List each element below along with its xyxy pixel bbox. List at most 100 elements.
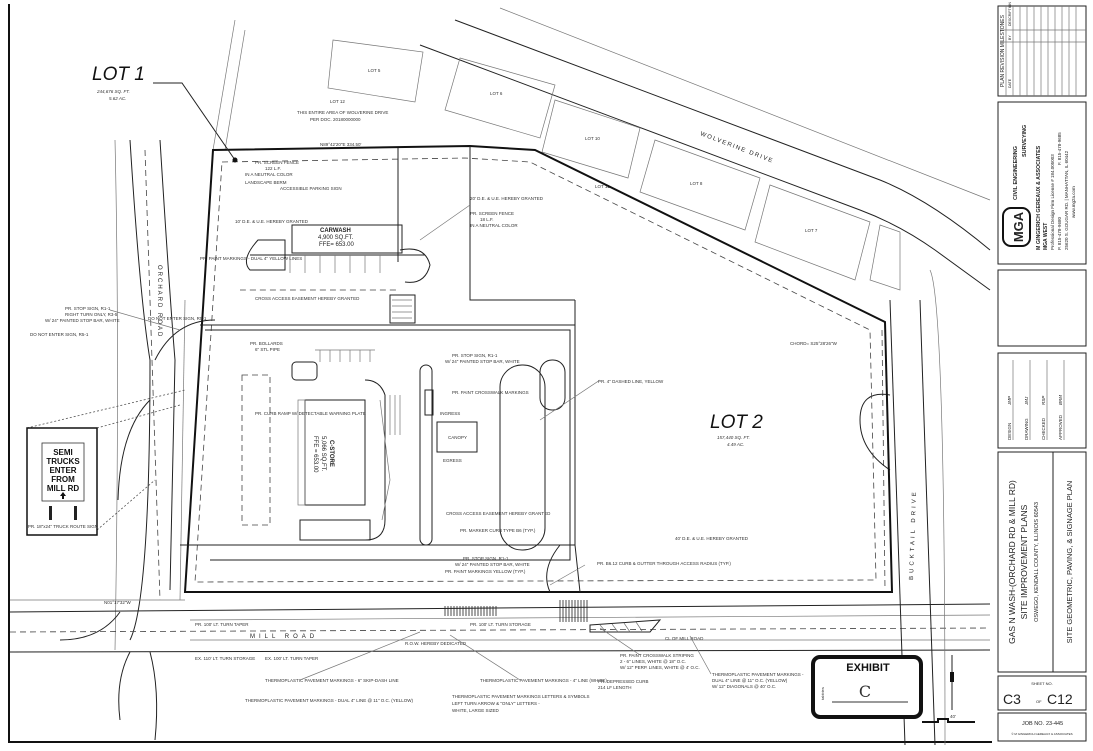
- label-text: CHECKED: [1041, 417, 1046, 440]
- accessible-sign-text: ACCESSIBLE PARKING SIGN: [280, 186, 342, 191]
- subdivision-note-text: THIS ENTIRE AREA OF WOLVERINE DRIVE: [297, 110, 388, 115]
- crosswalk-striping3-text: W/ 12" PERP. LINES, WHITE @ 4' O.C.: [620, 665, 700, 670]
- neutral-color2-text: IN A NEUTRAL COLOR: [470, 223, 518, 228]
- blank-panel: [997, 269, 1087, 347]
- initials-text: JMP: [1007, 396, 1012, 406]
- cross-access-text: CROSS ACCESS EASEMENT HEREBY GRANTED: [255, 296, 360, 301]
- depressed-curb2-text: 214 LF LENGTH: [598, 685, 632, 690]
- job-number-panel: JOB NO. 23-445 © M GINGERICH GEREAUX & A…: [997, 712, 1087, 742]
- line5-text: MILL RD: [47, 484, 80, 493]
- thermo-diag-text: THERMOPLASTIC PAVEMENT MARKINGS -: [712, 672, 804, 677]
- exhibit-sticker: EXHIBIT C tabbies: [811, 655, 923, 719]
- neighbor-lots: LOT 5 LOT 6 LOT 10 LOT 8 LOT 7 LOT 11 LO…: [212, 19, 901, 291]
- label-text: SHEET NO.: [1031, 681, 1053, 686]
- c-store-building: C-STORE 5,066 SQ.FT. FFE = 653.00: [297, 379, 391, 541]
- stop-sign3-text: PR. STOP SIGN, R1-1: [463, 556, 509, 561]
- neutral-color-text: IN A NEUTRAL COLOR: [245, 172, 293, 177]
- stop-sign2-text: PR. STOP SIGN, R1-1: [452, 353, 498, 358]
- of-text: OF: [1036, 699, 1042, 704]
- area-sqft-text: 157,440 SQ. FT.: [717, 435, 750, 440]
- thermo-letters2-text: LEFT TURN ARROW & "ONLY" LETTERS -: [452, 701, 540, 706]
- bollards2-text: 6" STL PIPE: [255, 347, 280, 352]
- label-text: LOT 2: [710, 412, 763, 433]
- letter-text: C: [859, 682, 871, 701]
- mga-logo: MGA: [1011, 211, 1026, 242]
- label-text: LOT 1: [92, 64, 145, 85]
- lot-1-label: LOT 1 244,676 SQ. FT. 5.62 AC.: [92, 64, 238, 163]
- paint-yellow-text: PR. PAINT MARKINGS YELLOW (TYP.): [445, 569, 526, 574]
- stop-bar2-text: W/ 24" PAINTED STOP BAR, WHITE: [445, 359, 520, 364]
- copyright-text: © M GINGERICH GEREAUX & ASSOCIATES: [1011, 732, 1072, 736]
- bearing-chord-text: CHORD= S25°28'26"W: [790, 341, 838, 346]
- bollards-text: PR. BOLLARDS: [250, 341, 283, 346]
- col-by-text: BY: [1008, 35, 1012, 40]
- name-text: GAS N WASH-(ORCHARD RD & MILL RD): [1007, 480, 1017, 644]
- thermo-diag2-text: DUAL 4" LINE @ 11" O.C. (YELLOW): [712, 678, 788, 683]
- ffe-text: FFE= 653.00: [319, 242, 355, 248]
- do-not-enter-text: DO NOT ENTER SIGN, R5-1: [148, 316, 207, 321]
- title-text: PLAN REVISION MILESTONES: [1000, 14, 1006, 87]
- screen-fence-len-text: 122 L.F.: [265, 166, 281, 171]
- fuel-canopy: CANOPY INGRESS EGRESS: [389, 359, 566, 551]
- mill-road: MILL ROAD PR. 100' LT. TURN TAPER PR. 10…: [9, 599, 991, 741]
- col-date-text: DATE: [1008, 78, 1012, 88]
- egress-text: EGRESS: [443, 458, 462, 463]
- title-text: EXHIBIT: [846, 662, 890, 674]
- phone-text: P. 815-478-9680: [1057, 217, 1062, 250]
- note-text: PR. 18"x24" TRUCK ROUTE SIGN: [28, 524, 98, 529]
- crosswalk-striping2-text: 2 - 6" LINES, WHITE @ 18" O.C.: [620, 659, 686, 664]
- sheet-title-text: SITE GEOMETRIC, PAVING, & SIGNAGE PLAN: [1065, 481, 1074, 644]
- label-text: JOB NO.: [1022, 721, 1044, 727]
- discipline1-text: CIVIL ENGINEERING: [1013, 146, 1019, 200]
- thermo-letters-text: THERMOPLASTIC PAVEMENT MARKINGS LETTERS …: [452, 694, 590, 699]
- name-text: CARWASH: [320, 228, 351, 234]
- lt-turn-storage-text: PR. 100' LT. TURN STORAGE: [470, 622, 531, 627]
- lot-c-text: LOT 10: [585, 136, 600, 141]
- subdivision-note2-text: PER DOC. 20180000000: [310, 117, 361, 122]
- subtitle-text: SITE IMPROVEMENT PLANS: [1019, 504, 1029, 619]
- ex-lt-taper-text: EX. 100' LT. TURN TAPER: [265, 656, 319, 661]
- line3-text: ENTER: [49, 466, 76, 475]
- north-arrow-and-scale: 40': [922, 655, 975, 723]
- annotations: PR. SCREEN FENCE 122 L.F. IN A NEUTRAL C…: [30, 160, 804, 713]
- label-text: DESIGN: [1007, 423, 1012, 440]
- screen-fence2-text: PR. SCREEN FENCE: [470, 211, 514, 216]
- lot-b-text: LOT 6: [490, 91, 503, 96]
- stop-bar3-text: W/ 24" PAINTED STOP BAR, WHITE: [455, 562, 530, 567]
- ex-lt-storage-text: EX. 110' LT. TURN STORAGE: [195, 656, 255, 661]
- lot-e-text: LOT 7: [805, 228, 818, 233]
- lot-g-text: LOT 12: [330, 99, 345, 104]
- thermo-letters3-text: WHITE, LARGE SIZED: [452, 708, 500, 713]
- bucktail-drive-label: BUCKTAIL DRIVE: [909, 489, 918, 580]
- thermo-4in-text: THERMOPLASTIC PAVEMENT MARKINGS - 4" LIN…: [480, 678, 607, 683]
- thermo-dual-text: THERMOPLASTIC PAVEMENT MARKINGS - DUAL 4…: [245, 698, 414, 703]
- number-text: C3: [1003, 691, 1021, 707]
- crosswalk-striping-text: PR. PAINT CROSSWALK STRIPING: [620, 653, 694, 658]
- orchard-road-label: ORCHARD ROAD: [156, 265, 162, 338]
- col-desc-text: DESCRIPTION: [1008, 2, 1012, 26]
- crosswalk-markings-text: PR. PAINT CROSSWALK MARKINGS: [452, 390, 529, 395]
- web-text: www.mg2a.com: [1071, 186, 1076, 218]
- line2-text: TRUCKS: [46, 457, 80, 466]
- initials-text: JMJ: [1024, 396, 1029, 406]
- project-title-panel: GAS N WASH-(ORCHARD RD & MILL RD) SITE I…: [997, 451, 1087, 673]
- license-text: Professional Design Firm License # 184.0…: [1050, 154, 1055, 250]
- area-ac-text: 4.49 AC.: [727, 442, 744, 447]
- address-text: 25620 S. GOUGAR RD. | MANHATTAN, IL 6044…: [1064, 150, 1069, 250]
- area-text: 4,900 SQ.FT.: [318, 235, 354, 241]
- carwash-building: CARWASH 4,900 SQ.FT. FFE= 653.00 LANDSCA…: [240, 180, 431, 324]
- curb-ramp-text: PR. CURB RAMP W/ DETECTABLE WARNING PLAT…: [255, 411, 366, 416]
- canopy-text: CANOPY: [448, 435, 467, 440]
- landscape-berm-text: LANDSCAPE BERM: [245, 180, 287, 185]
- dashed-line-text: PR. 4" DASHED LINE, YELLOW: [598, 379, 664, 384]
- area-ac-text: 5.62 AC.: [109, 96, 126, 101]
- firm-info: MGA CIVIL ENGINEERING SURVEYING M GINGER…: [997, 101, 1087, 265]
- curb-gutter-text: PR. B6.12 CURB & GUTTER THROUGH ACCESS R…: [597, 561, 731, 566]
- lot-a-text: LOT 5: [368, 68, 381, 73]
- orchard-road: ORCHARD ROAD: [114, 139, 216, 651]
- line1-text: SEMI: [53, 448, 73, 457]
- lt-turn-taper-text: PR. 100' LT. TURN TAPER: [195, 622, 249, 627]
- label-text: APPROVED: [1058, 414, 1063, 440]
- stop-bar-text: W/ 24" PAINTED STOP BAR, WHITE: [45, 318, 120, 323]
